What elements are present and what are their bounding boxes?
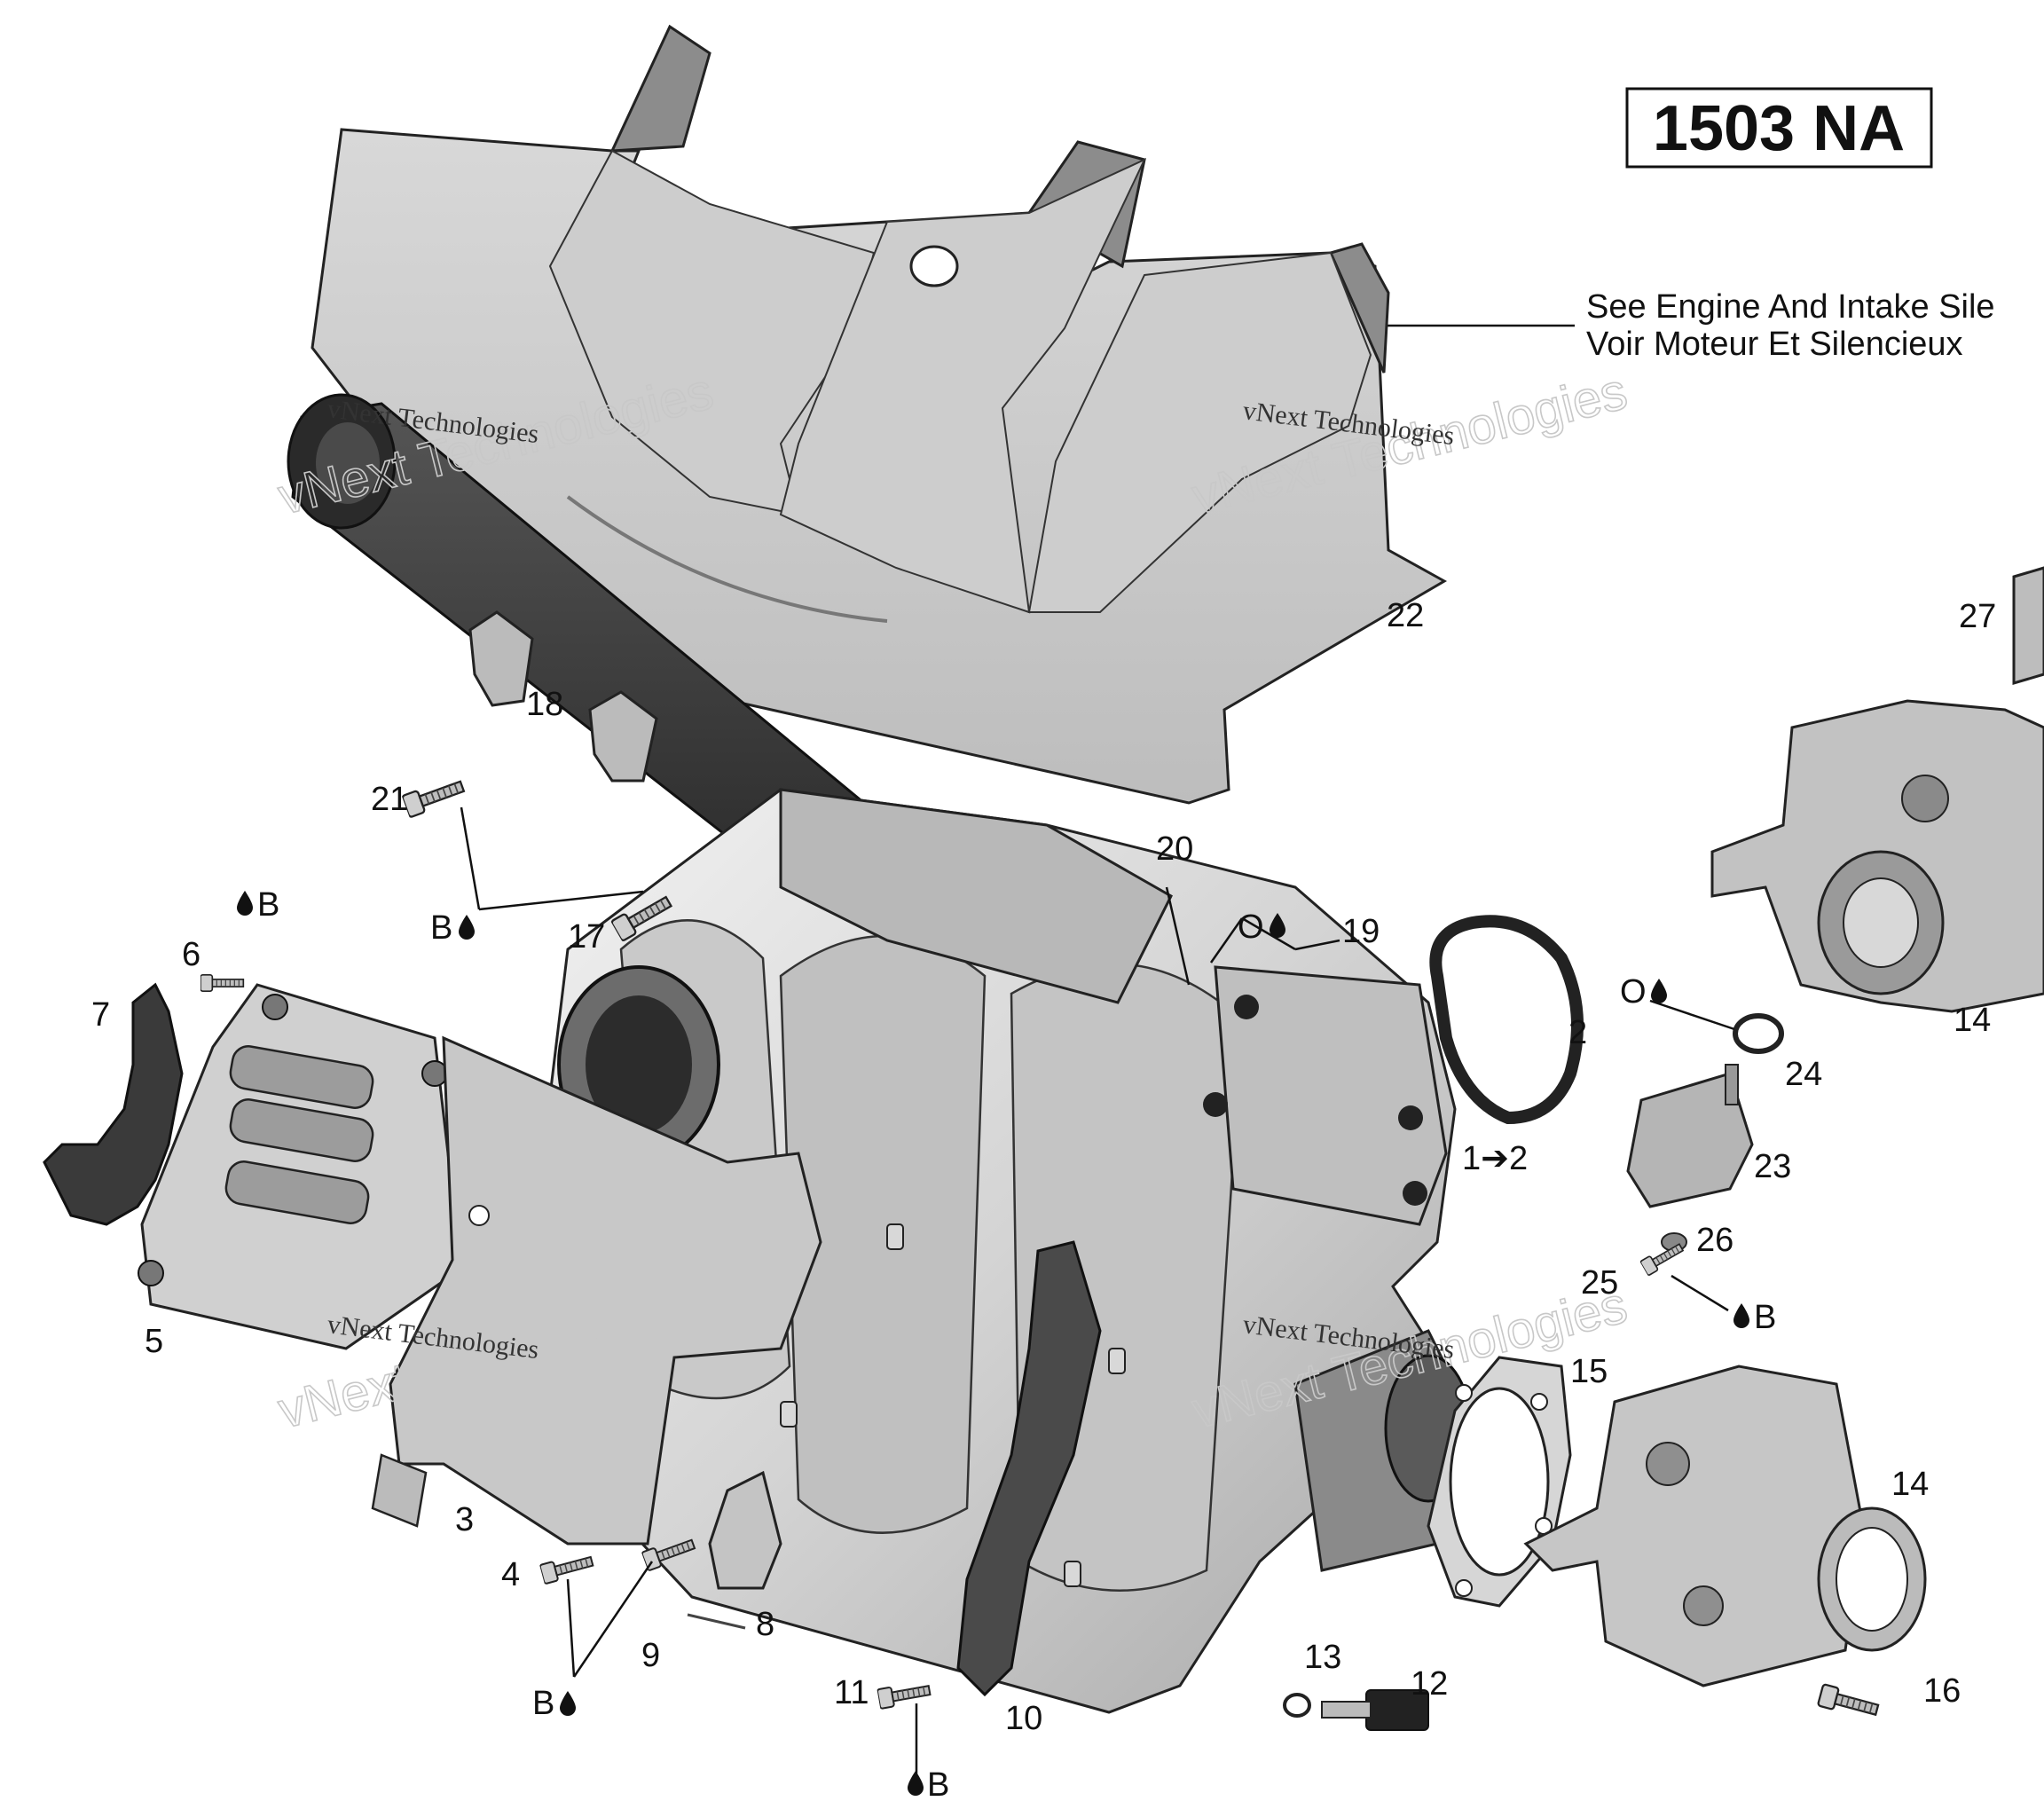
callout-18: 18 [526,686,563,723]
drop-icon [237,891,253,916]
drop-icon [908,1771,924,1796]
callout-11: 11 [834,1674,869,1711]
callout-4: 4 [501,1556,520,1593]
part-10-bracket [956,1240,1102,1697]
part-24-o-ring [1733,1013,1784,1054]
callout-3: 3 [455,1501,474,1538]
drop-icon [560,1691,576,1716]
part-22-engine-cover [311,24,1448,805]
callout-21: 21 [371,781,408,818]
lubricant-symbols: B B B B B O O [237,886,1776,1804]
callout-6: 6 [182,936,200,973]
callout-10: 10 [1005,1700,1042,1737]
callout-26: 26 [1696,1222,1733,1259]
lube-label-b-6: B [257,886,279,924]
callout-7: 7 [91,996,110,1034]
leader-lines [460,806,1735,1774]
part-7-clip [43,982,184,1226]
lube-label-b-11: B [927,1766,949,1804]
callout-17: 17 [568,918,605,956]
callout-5: 5 [145,1323,163,1360]
callout-13: 13 [1304,1639,1341,1676]
part-11-screw [876,1679,932,1711]
callout-20: 20 [1156,830,1193,868]
drop-icon [1651,979,1667,1003]
part-23-valve [1626,1064,1754,1208]
lube-label-b-4-9: B [532,1685,554,1722]
callout-14-lower: 14 [1891,1466,1929,1503]
part-16-screw [1816,1682,1882,1722]
callout-8: 8 [756,1606,774,1643]
callout-22: 22 [1387,597,1424,634]
part-3-bracket [371,1035,822,1546]
callout-25: 25 [1581,1264,1618,1302]
callout-19: 19 [1342,913,1380,950]
callout-12: 12 [1411,1665,1448,1703]
lube-label-o-19: O [1238,908,1264,946]
callout-23: 23 [1754,1148,1791,1185]
diagram-title: 1503 NA [1653,93,1905,164]
part-14-throttle-body-lower [1523,1365,1927,1687]
callouts: 1➔2 2 3 4 5 6 7 8 9 10 11 12 13 14 14 15… [91,597,1996,1737]
part-15-flange-gasket [1427,1356,1572,1608]
part-12-sensor [1321,1689,1429,1731]
callout-14-upper: 14 [1954,1002,1991,1039]
part-6-screw [200,973,245,993]
reference-note: See Engine And Intake Sile Voir Moteur E… [1262,288,1995,363]
part-2-gasket [1429,915,1584,1125]
part-14-throttle-body-upper [1710,566,2044,1013]
reference-note-line2: Voir Moteur Et Silencieux [1586,326,1963,363]
callout-9: 9 [641,1637,660,1674]
callout-15: 15 [1570,1353,1608,1390]
callout-24: 24 [1785,1056,1822,1093]
diagram-title-box: 1503 NA [1625,87,1933,169]
part-4-screw [539,1551,595,1585]
lube-label-b-25: B [1754,1299,1776,1336]
drop-icon [1733,1303,1749,1328]
lube-label-o-24: O [1620,973,1647,1011]
callout-16: 16 [1923,1672,1961,1710]
lube-label-b-21-17: B [430,909,452,947]
part-5-sensor-plate [138,983,463,1350]
reference-note-line1: See Engine And Intake Sile [1586,288,1995,326]
drop-icon [459,915,475,940]
callout-1-to-2: 1➔2 [1462,1140,1528,1177]
part-8-bracket [687,1470,782,1630]
part-13-o-ring [1283,1693,1311,1718]
callout-2: 2 [1568,1014,1587,1051]
callout-27: 27 [1959,598,1996,635]
part-21-screw [400,775,468,819]
